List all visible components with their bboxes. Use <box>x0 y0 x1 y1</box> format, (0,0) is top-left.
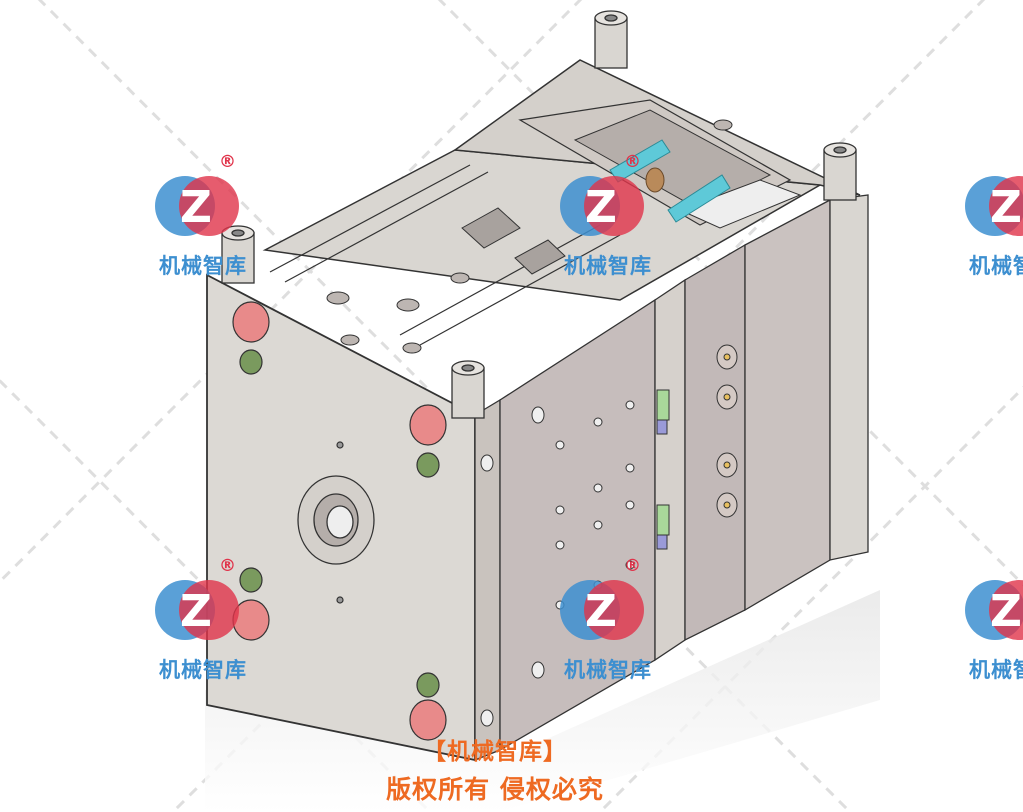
svg-text:Z: Z <box>180 586 212 637</box>
watermark-text: 机械智库 <box>564 658 652 682</box>
ejector-rods <box>609 139 731 223</box>
side-plate-5 <box>744 198 831 612</box>
zk-gear-logo-icon: Z <box>965 176 1023 236</box>
copyright-notice: 【机械智库】 版权所有 侵权必究 <box>330 732 660 806</box>
watermark-text: 机械智库 <box>159 254 247 278</box>
floor-reflection <box>205 590 880 812</box>
watermark-logo: Z 机械智库 <box>953 562 1023 692</box>
svg-text:Z: Z <box>990 182 1022 233</box>
svg-text:Z: Z <box>180 182 212 233</box>
svg-text:Z: Z <box>585 182 617 233</box>
zk-gear-logo-icon: Z <box>155 580 239 640</box>
watermark-logo: Z ® 机械智库 <box>548 556 668 692</box>
zk-gear-logo-icon: Z <box>155 176 239 236</box>
watermark-text: 机械智库 <box>969 658 1023 682</box>
svg-text:Z: Z <box>990 586 1022 637</box>
guide-pillars <box>221 10 857 419</box>
svg-text:Z: Z <box>585 586 617 637</box>
watermark-logo: Z 机械智库 <box>953 158 1023 288</box>
watermark-text: 机械智库 <box>564 254 652 278</box>
registered-mark: ® <box>219 556 236 576</box>
front-plate-holes <box>232 301 447 741</box>
watermark-logo: Z ® 机械智库 <box>548 152 668 288</box>
zk-gear-logo-icon: Z <box>965 580 1023 640</box>
side-latches <box>656 389 670 550</box>
watermark-logo: Z ® 机械智库 <box>143 152 263 288</box>
zk-gear-logo-icon: Z <box>560 176 644 236</box>
copyright-brand: 【机械智库】 <box>423 739 567 765</box>
ejector-housing-floor <box>678 179 802 229</box>
side-plate-1 <box>474 398 501 761</box>
side-plate-6 <box>829 194 869 561</box>
registered-mark: ® <box>624 556 641 576</box>
registered-mark: ® <box>624 152 641 172</box>
watermark-text: 机械智库 <box>969 254 1023 278</box>
side-plate-4 <box>684 243 746 642</box>
copyright-statement: 版权所有 侵权必究 <box>386 775 604 804</box>
watermark-logo: Z ® 机械智库 <box>143 556 263 692</box>
watermark-text: 机械智库 <box>159 658 247 682</box>
top-plate-holes <box>326 119 733 354</box>
zk-gear-logo-icon: Z <box>560 580 644 640</box>
locating-ring <box>297 475 375 565</box>
registered-mark: ® <box>219 152 236 172</box>
